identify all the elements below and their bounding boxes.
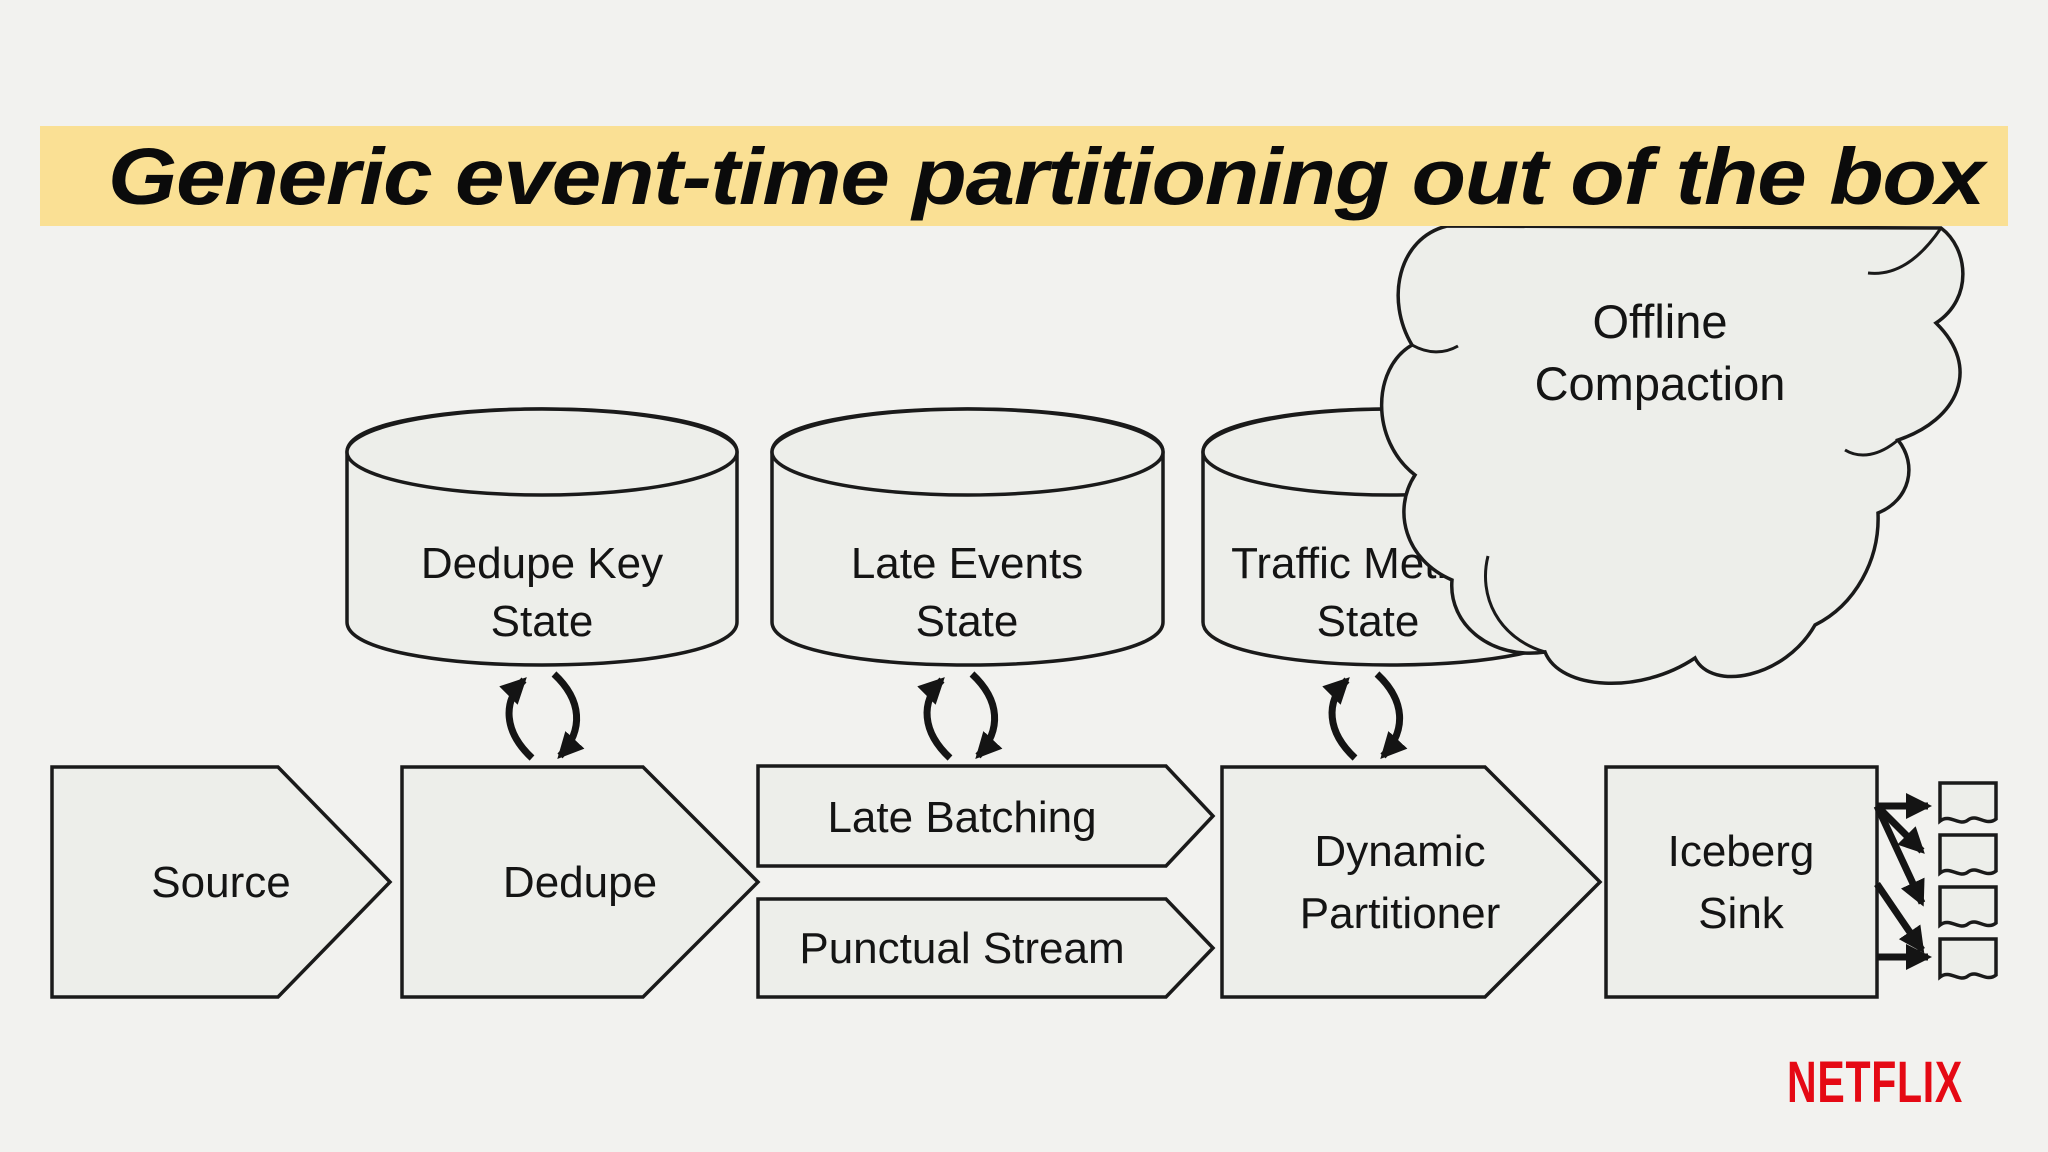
node-dedupe: Dedupe bbox=[400, 765, 761, 999]
node-iceberg-sink: Iceberg Sink bbox=[1604, 765, 1879, 999]
offline-compaction-cloud: Offline Compaction bbox=[1379, 224, 1965, 685]
cylinder-label-line1: Late Events bbox=[851, 539, 1083, 588]
page-title: Generic event-time partitioning out of t… bbox=[108, 132, 1989, 221]
node-punctual-stream: Punctual Stream bbox=[756, 897, 1216, 999]
chevron-box bbox=[1220, 765, 1603, 999]
chevron-box bbox=[400, 765, 761, 999]
title-highlight-band bbox=[40, 126, 2008, 226]
node-label: Dedupe bbox=[503, 858, 657, 907]
sync-arrows-icon-late-batching bbox=[917, 671, 1003, 761]
node-label: Late Batching bbox=[827, 793, 1096, 842]
arrow-down bbox=[1374, 671, 1408, 759]
fanout-arrow bbox=[1873, 804, 1926, 907]
title-banner: Generic event-time partitioning out of t… bbox=[40, 126, 2008, 226]
node-late-batching: Late Batching bbox=[756, 764, 1216, 868]
document-icon bbox=[1938, 833, 1998, 877]
cloud-label-line2: Compaction bbox=[1535, 357, 1786, 410]
cylinder-top-rim bbox=[770, 407, 1165, 497]
partition-files bbox=[1938, 781, 1998, 981]
arrow-down bbox=[551, 671, 585, 759]
sync-arrows-icon-dedupe bbox=[499, 671, 585, 761]
cylinder-label-line1: Dedupe Key bbox=[421, 539, 663, 588]
cylinder-label-line2: State bbox=[491, 597, 594, 646]
document-icon bbox=[1938, 781, 1998, 825]
node-label: Source bbox=[151, 858, 290, 907]
cloud-shape bbox=[1379, 224, 1965, 685]
cylinder-label-line2: State bbox=[916, 597, 1019, 646]
document-icon bbox=[1938, 885, 1998, 929]
cloud-scallop-detail bbox=[1867, 227, 1943, 275]
fanout-arrow bbox=[1874, 882, 1925, 954]
node-label-line1: Iceberg bbox=[1668, 827, 1815, 876]
cloud-label-line1: Offline bbox=[1593, 295, 1728, 348]
arrow-down bbox=[969, 671, 1003, 759]
node-label: Punctual Stream bbox=[799, 924, 1124, 973]
chevron-box bbox=[50, 765, 393, 999]
cylinder-top-rim bbox=[345, 407, 739, 497]
fanout-arrow bbox=[1874, 803, 1925, 854]
document-icon bbox=[1938, 937, 1998, 981]
cylinder-late-events-state: Late Events State bbox=[770, 407, 1165, 667]
arrow-up bbox=[499, 677, 535, 761]
cloud-scallop-detail bbox=[1844, 438, 1899, 457]
cloud-scallop-detail bbox=[1483, 555, 1546, 654]
cylinder-dedupe-key-state: Dedupe Key State bbox=[345, 407, 739, 667]
chevron-box bbox=[756, 764, 1216, 868]
netflix-logo: NETFLIX bbox=[1787, 1050, 1963, 1115]
cloud-scallop-detail bbox=[1411, 343, 1459, 354]
node-dynamic-partitioner: Dynamic Partitioner bbox=[1220, 765, 1603, 999]
sync-arrows-icon-dynamic-partitioner bbox=[1322, 671, 1408, 761]
node-label-line2: Sink bbox=[1698, 889, 1785, 938]
chevron-box bbox=[756, 897, 1216, 999]
node-source: Source bbox=[50, 765, 393, 999]
sink-box bbox=[1604, 765, 1879, 999]
partition-fanout-arrows bbox=[1873, 793, 1932, 970]
node-label-line1: Dynamic bbox=[1314, 827, 1485, 876]
arrow-up bbox=[1322, 677, 1358, 761]
cylinder-label-line2: State bbox=[1317, 597, 1420, 646]
arrow-up bbox=[917, 677, 953, 761]
node-label-line2: Partitioner bbox=[1300, 889, 1501, 938]
